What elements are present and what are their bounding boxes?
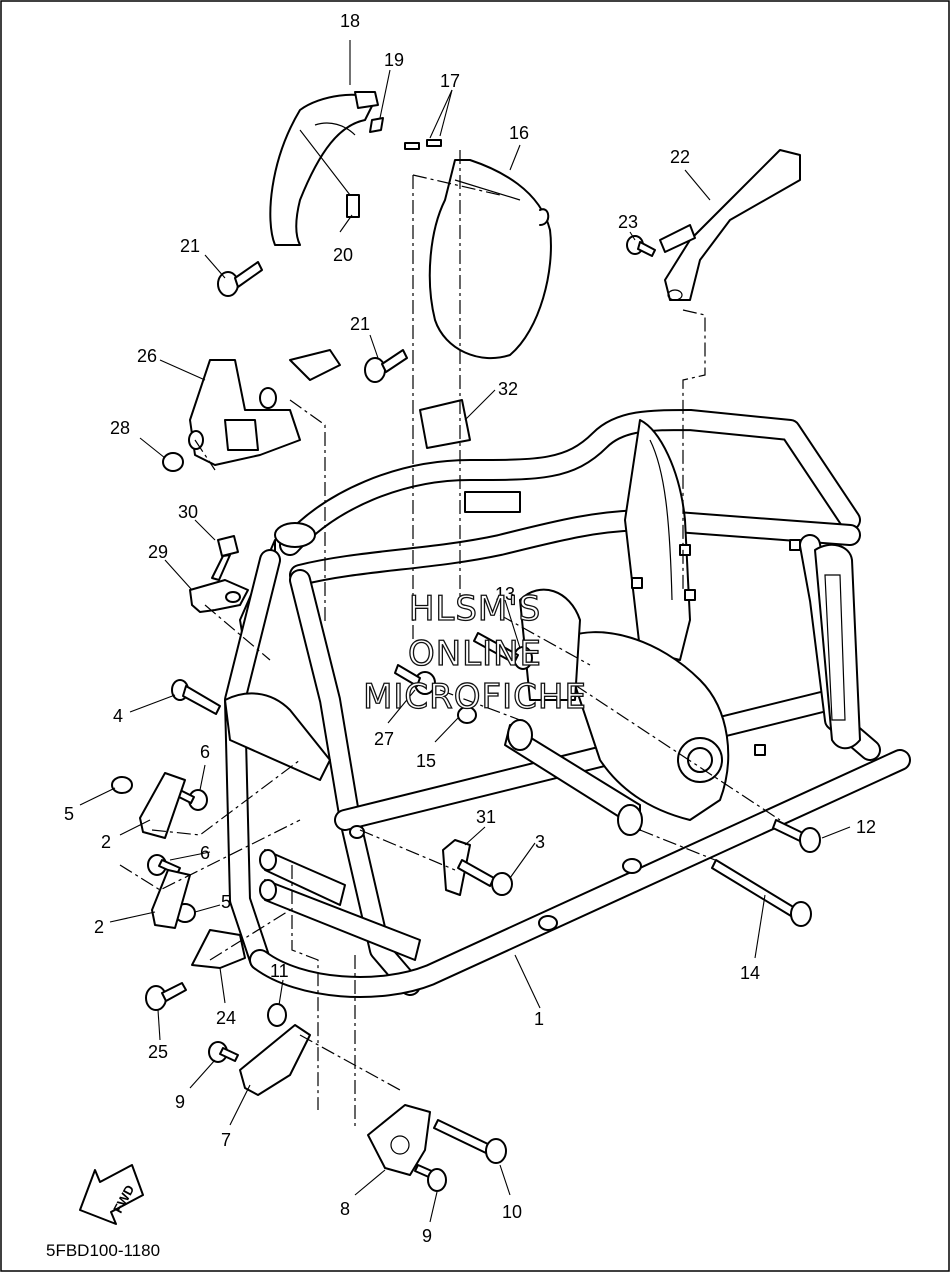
part-4-bolt: [171, 679, 221, 715]
part-2-plate-upper: [139, 772, 186, 839]
part-13-bolt: [473, 632, 533, 670]
part-5-washer-upper: [111, 776, 133, 794]
watermark-line-1: HLSM'S: [409, 589, 541, 629]
callout-22: 22: [670, 147, 690, 167]
callout-29: 29: [148, 542, 168, 562]
part-18-bracket: [269, 91, 379, 246]
callout-28: 28: [110, 418, 130, 438]
part-23-bolt: [626, 235, 656, 257]
part-7-plate: [239, 1024, 311, 1096]
callout-10: 10: [502, 1202, 522, 1222]
callout-5-upper: 5: [64, 804, 74, 824]
part-17-tags: [404, 139, 442, 150]
callout-6-lower: 6: [200, 843, 210, 863]
callout-31: 31: [476, 807, 496, 827]
part-32-label: [419, 399, 471, 449]
part-2-plate-lower: [151, 869, 191, 929]
callout-32: 32: [498, 379, 518, 399]
part-20-pad: [346, 194, 360, 218]
part-28-grommet: [162, 452, 184, 472]
part-9-bolt-upper: [208, 1041, 239, 1063]
callout-27: 27: [374, 729, 394, 749]
part-10-bolt: [433, 1119, 507, 1164]
callout-11: 11: [270, 961, 289, 981]
part-8-plate: [367, 1104, 431, 1176]
callout-21-upper: 21: [180, 236, 200, 256]
diagram-code: 5FBD100-1180: [46, 1241, 160, 1260]
callout-20: 20: [333, 245, 353, 265]
callout-7: 7: [221, 1130, 231, 1150]
part-27-bolt: [394, 664, 436, 695]
part-12-bolt: [772, 819, 821, 853]
callout-4: 4: [113, 706, 123, 726]
callout-8: 8: [340, 1199, 350, 1219]
callout-9-lower: 9: [422, 1226, 432, 1246]
part-19-clip: [369, 117, 384, 133]
part-24-bracket: [191, 929, 246, 969]
part-21-bolt-upper: [217, 261, 263, 297]
part-3-bolt: [457, 859, 513, 896]
callout-21-lower: 21: [350, 314, 370, 334]
callout-30: 30: [178, 502, 198, 522]
callout-9-upper: 9: [175, 1092, 185, 1112]
callout-12: 12: [856, 817, 876, 837]
callout-14: 14: [740, 963, 760, 983]
callout-3: 3: [535, 832, 545, 852]
part-6-bolt-lower: [147, 854, 181, 876]
callout-23: 23: [618, 212, 638, 232]
part-30-bolt: [211, 535, 239, 581]
callout-2-upper: 2: [101, 832, 111, 852]
fwd-arrow: FWD: [79, 1164, 144, 1225]
leader-lines: [79, 40, 851, 1223]
assembly-lines: [119, 150, 781, 1130]
callout-17: 17: [440, 71, 460, 91]
watermark-line-3: MICROFICHE: [363, 677, 587, 717]
part-9-bolt-lower: [414, 1164, 447, 1192]
callout-5-lower: 5: [221, 892, 231, 912]
callout-13: 13: [495, 584, 515, 604]
callout-labels: 1 2 2 3 4 5 5 6 6 7 8 9 9 10 11 12 13 14…: [64, 11, 876, 1246]
callout-2-lower: 2: [94, 917, 104, 937]
callout-24: 24: [216, 1008, 236, 1028]
callout-26: 26: [137, 346, 157, 366]
watermark-line-2: ONLINE: [408, 634, 542, 674]
part-25-bolt: [145, 982, 187, 1011]
callout-6-upper: 6: [200, 742, 210, 762]
part-15-washer: [457, 706, 477, 724]
callout-19: 19: [384, 50, 404, 70]
callout-18: 18: [340, 11, 360, 31]
part-29-plate: [189, 579, 249, 613]
callout-1: 1: [534, 1009, 544, 1029]
part-11-washer: [267, 1003, 287, 1027]
callout-16: 16: [509, 123, 529, 143]
part-26-bracket: [188, 349, 341, 466]
main-frame: [224, 409, 911, 998]
part-14-bolt: [711, 859, 812, 927]
part-22-stay: [664, 149, 801, 301]
watermark: HLSM'S ONLINE MICROFICHE: [362, 588, 587, 717]
callout-25: 25: [148, 1042, 168, 1062]
part-21-bolt-lower: [364, 349, 408, 383]
callout-15: 15: [416, 751, 436, 771]
